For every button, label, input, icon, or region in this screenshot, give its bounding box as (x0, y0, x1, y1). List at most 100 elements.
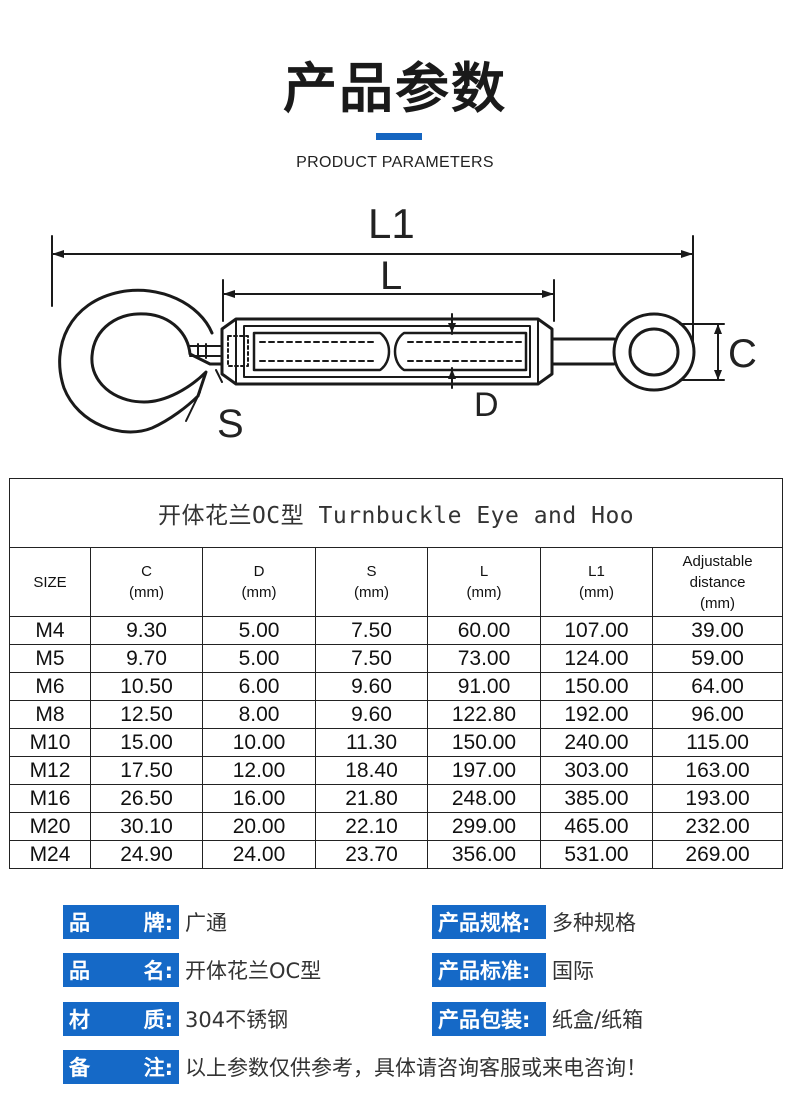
table-cell: 59.00 (651, 644, 784, 673)
table-cell: 91.00 (427, 672, 541, 701)
table-cell: 16.00 (202, 784, 316, 813)
title-accent-bar (376, 133, 422, 140)
table-header-text: distance (689, 573, 746, 591)
table-caption-row: 开体花兰OC型 Turnbuckle Eye and Hoo (8, 478, 784, 548)
table-cell-size: M20 (9, 812, 91, 841)
info-standard: 产品标准: 国际 (432, 953, 594, 987)
table-cell: 531.00 (540, 840, 653, 869)
page-title: 产品参数 (283, 57, 507, 120)
info-name-key: 品 名: (63, 953, 179, 987)
table-header-text: (mm) (579, 584, 614, 601)
table-header-text: Adjustable (682, 552, 753, 570)
page-subtitle: PRODUCT PARAMETERS (296, 154, 494, 171)
table-cell: 5.00 (202, 644, 316, 673)
table-cell: 8.00 (202, 700, 316, 729)
info-note-key-part2: 注: (143, 1056, 173, 1080)
dimension-label-c: C (728, 332, 757, 376)
info-material-key: 材 质: (63, 1002, 179, 1036)
dimension-label-d: D (474, 386, 499, 424)
table-cell: 192.00 (540, 700, 653, 729)
table-header-cell: Adjustable distance (mm) (651, 547, 784, 617)
info-material-key-part1: 材 (69, 1008, 90, 1032)
table-cell: 12.50 (90, 700, 203, 729)
table-cell: 5.00 (202, 616, 316, 645)
table-cell: 115.00 (651, 728, 784, 757)
table-cell: 9.60 (315, 672, 428, 701)
table-cell: 163.00 (651, 756, 784, 785)
table-cell: 7.50 (315, 644, 428, 673)
dimension-label-l1: L1 (368, 200, 415, 247)
info-name-key-part1: 品 (69, 959, 90, 983)
table-cell: 269.00 (651, 840, 784, 869)
table-caption: 开体花兰OC型 Turnbuckle Eye and Hoo (8, 478, 784, 548)
info-note-key-part1: 备 (69, 1056, 90, 1080)
table-cell: 9.70 (90, 644, 203, 673)
table-header-text: D (253, 563, 265, 580)
table-header-text: S (366, 563, 377, 580)
info-name: 品 名: 开体花兰OC型 (63, 953, 321, 987)
table-header-cell: S(mm) (315, 547, 428, 617)
info-standard-value: 国际 (552, 959, 594, 983)
table-cell: 197.00 (427, 756, 541, 785)
table-cell: 150.00 (427, 728, 541, 757)
table-cell: 10.00 (202, 728, 316, 757)
info-note-value: 以上参数仅供参考，具体请咨询客服或来电咨询！ (185, 1056, 647, 1080)
info-spec-value: 多种规格 (552, 911, 636, 935)
table-header-cell: D (mm) (202, 547, 316, 617)
table-cell: 7.50 (315, 616, 428, 645)
table-cell: 21.80 (315, 784, 428, 813)
table-cell: 9.30 (90, 616, 203, 645)
table-cell: 60.00 (427, 616, 541, 645)
table-header-text: (mm) (700, 594, 736, 612)
table-cell-size: M5 (9, 644, 91, 673)
table-cell: 96.00 (651, 700, 784, 729)
table-cell: 385.00 (540, 784, 653, 813)
info-brand-key-part1: 品 (69, 911, 90, 935)
table-cell: 39.00 (651, 616, 784, 645)
info-packaging-value: 纸盒/纸箱 (552, 1008, 644, 1032)
table-cell: 240.00 (540, 728, 653, 757)
info-note-key: 备 注: (63, 1050, 179, 1084)
table-cell: 9.60 (315, 700, 428, 729)
table-cell: 20.00 (202, 812, 316, 841)
table-header-cell: L(mm) (427, 547, 541, 617)
table-header-text: (mm) (241, 584, 277, 601)
info-standard-key: 产品标准: (432, 953, 546, 987)
table-cell: 64.00 (651, 672, 784, 701)
table-header-text: (mm) (129, 584, 164, 601)
info-brand-key: 品 牌: (63, 905, 179, 939)
table-cell: 15.00 (90, 728, 203, 757)
table-cell-size: M16 (9, 784, 91, 813)
dimension-label-s: S (217, 402, 244, 446)
table-header-cell: SIZE (9, 547, 91, 617)
table-cell: 6.00 (202, 672, 316, 701)
info-name-value: 开体花兰OC型 (185, 959, 322, 983)
table-header-text: L1 (588, 563, 605, 580)
info-name-key-part2: 名: (143, 959, 173, 983)
table-cell: 22.10 (315, 812, 428, 841)
info-note: 备 注: 以上参数仅供参考，具体请咨询客服或来电咨询！ (63, 1050, 647, 1084)
table-cell: 30.10 (90, 812, 203, 841)
table-cell: 24.00 (202, 840, 316, 869)
table-cell-size: M6 (9, 672, 91, 701)
table-cell: 10.50 (90, 672, 203, 701)
table-cell: 193.00 (651, 784, 784, 813)
turnbuckle-drawing (51, 235, 725, 434)
table-cell: 24.90 (90, 840, 203, 869)
table-cell-size: M8 (9, 700, 91, 729)
table-header-cell: L1 (mm) (540, 547, 653, 617)
table-cell: 11.30 (315, 728, 428, 757)
table-cell: 26.50 (90, 784, 203, 813)
info-brand: 品 牌: 广通 (63, 905, 227, 939)
info-packaging: 产品包装: 纸盒/纸箱 (432, 1002, 643, 1036)
table-cell: 12.00 (202, 756, 316, 785)
table-cell: 17.50 (90, 756, 203, 785)
